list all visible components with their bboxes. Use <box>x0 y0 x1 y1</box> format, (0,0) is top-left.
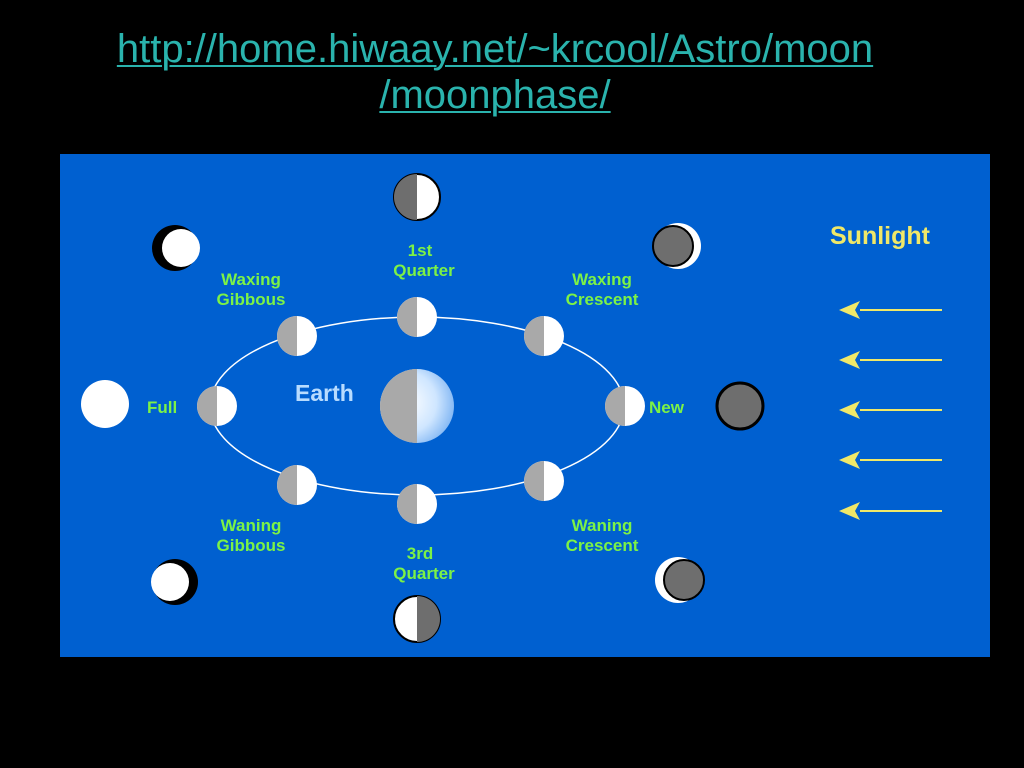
moon-phase-diagram: Earth <box>60 154 990 657</box>
label-new: New <box>649 398 685 417</box>
moon-phase-svg: Earth <box>81 173 942 643</box>
label-waxing-crescent-1: Waxing <box>572 270 632 289</box>
orbit-moon-first-quarter <box>397 297 437 337</box>
orbit-moon-full <box>197 386 237 426</box>
label-waning-gibbous-2: Gibbous <box>217 536 286 555</box>
label-first-quarter-1: 1st <box>408 241 433 260</box>
label-waxing-crescent-2: Crescent <box>566 290 639 309</box>
phase-moon-new <box>715 381 765 431</box>
phase-moon-waxing-gibbous <box>152 225 200 271</box>
label-third-quarter-1: 3rd <box>407 544 433 563</box>
phase-moon-first-quarter <box>393 173 441 221</box>
orbit-moon-third-quarter <box>397 484 437 524</box>
label-waxing-gibbous-1: Waxing <box>221 270 281 289</box>
earth-label: Earth <box>295 380 354 406</box>
phase-moon-third-quarter <box>393 595 441 643</box>
orbit-moon-new <box>605 386 645 426</box>
label-waning-crescent-1: Waning <box>572 516 633 535</box>
label-waning-crescent-2: Crescent <box>566 536 639 555</box>
label-third-quarter-2: Quarter <box>393 564 455 583</box>
url-line-1[interactable]: http://home.hiwaay.net/~krcool/Astro/moo… <box>116 27 874 71</box>
phase-moon-waxing-crescent <box>652 223 701 269</box>
label-waxing-gibbous-2: Gibbous <box>217 290 286 309</box>
sunlight-arrow-icon-1 <box>839 301 942 319</box>
phase-moon-waning-gibbous <box>151 559 198 605</box>
source-url-link[interactable]: http://home.hiwaay.net/~krcool/Astro/moo… <box>0 26 990 118</box>
sunlight-arrow-icon-4 <box>839 451 942 469</box>
sunlight-label: Sunlight <box>830 222 931 250</box>
orbit-moon-waxing-crescent <box>524 316 564 356</box>
label-first-quarter-2: Quarter <box>393 261 455 280</box>
orbit-moon-waning-gibbous <box>277 465 317 505</box>
phase-moon-full <box>81 380 129 428</box>
sunlight-arrow-icon-3 <box>839 401 942 419</box>
label-full: Full <box>147 398 177 417</box>
sunlight-arrow-icon-5 <box>839 502 942 520</box>
label-waning-gibbous-1: Waning <box>221 516 282 535</box>
phase-moon-waning-crescent <box>655 557 705 603</box>
earth-globe <box>380 369 454 443</box>
orbit-moon-waxing-gibbous <box>277 316 317 356</box>
sunlight-arrow-icon-2 <box>839 351 942 369</box>
orbit-moon-waning-crescent <box>524 461 564 501</box>
url-line-2[interactable]: /moonphase/ <box>379 73 611 117</box>
